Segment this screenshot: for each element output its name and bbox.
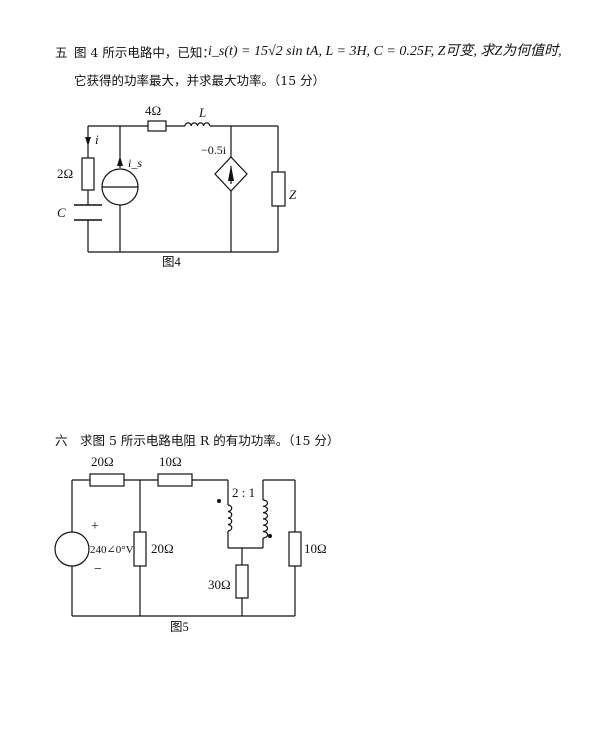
q5-line2: 它获得的功率最大，并求最大功率。（15 分） xyxy=(74,73,326,88)
capacitor-C xyxy=(74,204,102,221)
resistor-10ohm-top xyxy=(157,473,193,487)
label-i: i xyxy=(95,132,99,147)
resistor-R-10ohm xyxy=(288,531,302,567)
dot-marker-secondary-icon xyxy=(268,534,272,538)
q5-line1: 图 4 所示电路中，已知： xyxy=(74,45,215,60)
resistor-4ohm xyxy=(147,120,167,132)
label-C: C xyxy=(57,205,66,220)
impedance-Z xyxy=(271,171,286,207)
label-L: L xyxy=(198,105,206,120)
current-arrow-i xyxy=(85,137,91,146)
q5-formula: i_s(t) = 15√2 sin tA, L = 3H, C = 0.25F,… xyxy=(208,44,562,59)
q6-number: 六 xyxy=(55,433,68,448)
label-20ohm-top: 20Ω xyxy=(91,454,114,469)
q6-text: 求图 5 所示电路电阻 R 的有功功率。（15 分） xyxy=(80,433,340,448)
label-dependent: −0.5i xyxy=(201,143,227,157)
label-is: i_s xyxy=(128,156,142,170)
label-20ohm-vertical: 20Ω xyxy=(151,541,174,556)
voltage-source xyxy=(54,531,90,567)
figure-4-circuit: 4Ω L i i_s 2Ω C −0.5i Z 图4 xyxy=(57,103,297,269)
label-2ohm: 2Ω xyxy=(57,166,73,181)
dot-marker-primary-icon xyxy=(217,499,221,503)
label-source-voltage: 240∠0°V xyxy=(90,544,134,556)
label-30ohm: 30Ω xyxy=(208,577,231,592)
label-minus: − xyxy=(94,562,102,577)
figure-5-caption: 图5 xyxy=(170,620,189,634)
resistor-20ohm-top xyxy=(89,473,125,487)
label-turns-ratio: 2 : 1 xyxy=(232,485,255,500)
label-4ohm: 4Ω xyxy=(145,103,161,118)
label-10ohm-top: 10Ω xyxy=(159,454,182,469)
figure-4-caption: 图4 xyxy=(162,255,182,269)
inductor-L xyxy=(184,122,211,127)
transformer-primary-coil xyxy=(227,504,233,532)
label-10ohm-right: 10Ω xyxy=(304,541,327,556)
transformer-secondary-coil xyxy=(262,499,269,539)
source-arrow-icon xyxy=(117,156,123,166)
resistor-20ohm-vertical xyxy=(133,531,147,567)
resistor-2ohm xyxy=(81,157,95,191)
resistor-30ohm xyxy=(235,564,249,599)
label-Z: Z xyxy=(289,187,297,202)
label-plus: + xyxy=(91,519,99,534)
q5-number: 五 xyxy=(55,45,68,60)
